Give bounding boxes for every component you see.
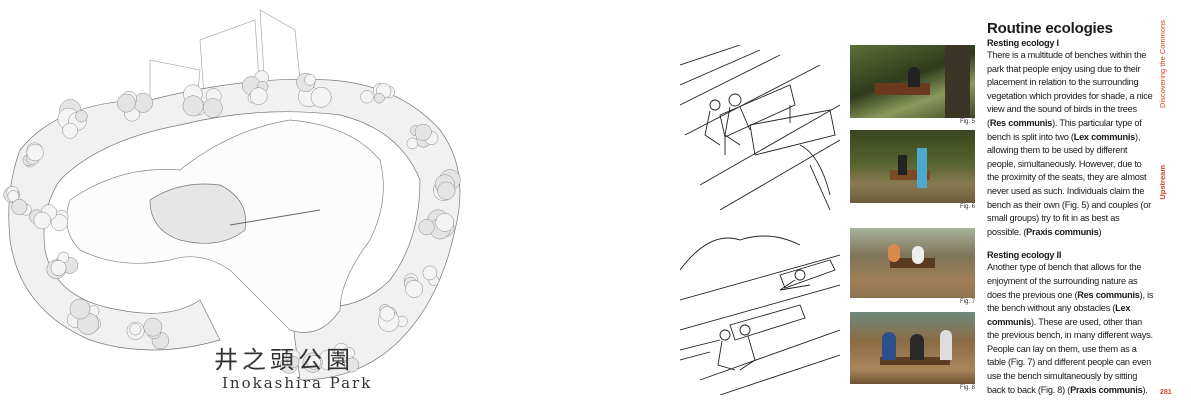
map-title-japanese: 井之頭公園 — [214, 346, 354, 374]
tree-canopy — [406, 137, 419, 150]
figure-label: Fig. 8 — [959, 385, 975, 391]
tree-canopy — [304, 74, 316, 86]
running-header-chapter: Discovering the Commons — [1158, 20, 1167, 108]
emphasis-term: Res communis — [1077, 289, 1140, 300]
park-map-illustration — [3, 9, 461, 381]
section-heading: Resting ecology II — [987, 250, 1062, 261]
article-title: Routine ecologies — [987, 20, 1113, 37]
tree-canopy — [50, 260, 67, 276]
running-header-section: Upstream — [1158, 165, 1167, 200]
emphasis-term: Lex communis — [1073, 131, 1136, 142]
tree-canopy — [249, 87, 268, 105]
tree-canopy — [360, 90, 374, 104]
bench-sketch-split — [680, 45, 840, 210]
photo-fig-6 — [850, 130, 975, 203]
emphasis-term: Praxis communis — [1070, 384, 1143, 395]
page-number: 281 — [1160, 389, 1172, 396]
section-body: There is a multitude of benches within t… — [987, 49, 1155, 239]
tree-canopy — [310, 86, 332, 108]
body-text: There is a multitude of benches within t… — [987, 50, 1153, 128]
figure-label: Fig. 6 — [959, 204, 975, 210]
photo-fig-7 — [850, 228, 975, 298]
tree-canopy — [33, 211, 51, 230]
body-text: ). This particular type of bench is spli… — [987, 117, 1142, 142]
tree-canopy — [422, 265, 438, 281]
tree-canopy — [143, 317, 163, 337]
tree-canopy — [75, 110, 88, 123]
body-text: ). These are used, other than the previo… — [987, 316, 1153, 395]
tree-canopy — [343, 347, 355, 359]
tree-canopy — [374, 92, 385, 104]
tree-canopy — [379, 306, 395, 322]
body-text: ) — [1098, 226, 1102, 237]
tree-canopy — [26, 143, 44, 162]
tree-canopy — [287, 355, 300, 368]
tree-canopy — [414, 123, 432, 141]
tree-canopy — [203, 98, 223, 118]
emphasis-term: Res communis — [989, 117, 1053, 128]
tree-canopy — [182, 95, 204, 117]
article-column: Routine ecologies Resting ecology I Ther… — [987, 20, 1155, 397]
tree-canopy — [405, 280, 424, 298]
body-text: Another type of bench that allows for th… — [987, 262, 1142, 300]
tree-canopy — [69, 298, 91, 320]
figure-label: Fig. 7 — [959, 299, 975, 305]
tree-canopy — [435, 213, 455, 232]
photo-fig-8 — [850, 312, 975, 384]
emphasis-term: Lex communis — [987, 303, 1131, 327]
section-body: Another type of bench that allows for th… — [987, 261, 1155, 397]
tree-canopy — [129, 323, 142, 336]
figure-label: Fig. 5 — [959, 119, 975, 125]
tree-canopy — [418, 219, 435, 236]
tree-canopy — [50, 214, 68, 232]
tree-canopy — [11, 198, 28, 215]
section-heading: Resting ecology I — [987, 38, 1059, 48]
body-text: ). — [1142, 384, 1148, 395]
tree-canopy — [306, 355, 322, 370]
bench-sketch-open — [680, 230, 840, 395]
map-title-english: Inokashira Park — [222, 374, 373, 392]
tree-canopy — [117, 93, 136, 113]
emphasis-term: Praxis communis — [1026, 226, 1099, 237]
body-text: ), is the bench without any obstacles ( — [987, 289, 1154, 314]
tree-canopy — [62, 122, 79, 139]
tree-canopy — [437, 181, 456, 200]
body-text: ), allowing them to be used by different… — [987, 131, 1151, 237]
photo-fig-5 — [850, 45, 975, 118]
